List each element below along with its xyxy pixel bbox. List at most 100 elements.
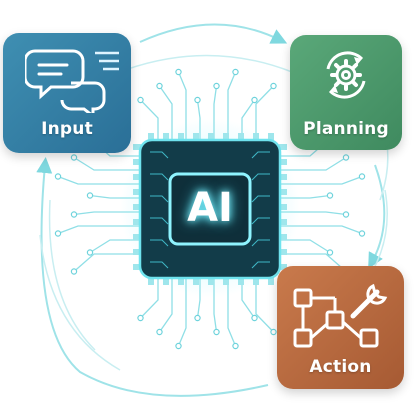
chip-pin [163, 133, 169, 141]
chip-inner-trace [150, 261, 169, 269]
chip-inner-circuits [150, 151, 270, 269]
chip-pin [133, 249, 141, 255]
planning-card[interactable]: Planning [290, 35, 402, 150]
chip-pin [133, 264, 141, 270]
input-card[interactable]: Input [3, 33, 131, 153]
circuit-node [342, 211, 350, 218]
chip-inner-trace [150, 195, 169, 203]
chip-inner-trace [251, 151, 270, 159]
chip-pin [178, 133, 184, 141]
chip-pin [208, 277, 214, 285]
chip-pin [238, 133, 244, 141]
chip-pin [268, 277, 274, 285]
chip-pin [279, 234, 287, 240]
action-card[interactable]: Action [277, 266, 404, 389]
circuit-node [358, 173, 366, 180]
chip-pin [133, 159, 141, 165]
circuit-node [194, 96, 201, 104]
chat-bubbles-icon [25, 49, 119, 113]
circuit-node [270, 82, 277, 90]
chip-pin [193, 277, 199, 285]
circuit-node [213, 328, 220, 336]
chip-inner-trace [251, 217, 270, 225]
chip-pin [133, 189, 141, 195]
chip-pin [133, 144, 141, 150]
circuit-node [137, 314, 144, 322]
planning-label: Planning [303, 119, 389, 139]
circuit-trace [280, 253, 347, 272]
circuit-node [232, 342, 239, 350]
chip-inner-trace [150, 151, 169, 159]
circuit-node [251, 314, 258, 322]
circuit-node [70, 154, 78, 161]
chip-inner-trace [251, 195, 270, 203]
circuit-node [86, 249, 94, 256]
circuit-node [213, 82, 220, 90]
circuit-node [156, 328, 163, 336]
circuit-traces [57, 71, 363, 347]
chip-pin [279, 144, 287, 150]
circuit-trace [255, 85, 274, 140]
chip-pin [133, 234, 141, 240]
chip-inner-trace [150, 239, 169, 247]
circuit-trace [73, 253, 140, 272]
flowchart-wrench-icon [293, 283, 388, 348]
circuit-trace [73, 156, 140, 171]
circuit-node [232, 68, 239, 76]
chip-pin [279, 219, 287, 225]
chip-pins [133, 133, 287, 285]
chip-pin [279, 249, 287, 255]
arrow-action-to-input [36, 157, 269, 397]
circuit-node [54, 230, 62, 237]
circuit-node [175, 68, 182, 76]
circuit-node [54, 173, 62, 180]
circuit-trace [57, 225, 140, 235]
cycle-arrows [36, 23, 386, 397]
chip-inner-trace [150, 217, 169, 225]
chip-pin [133, 219, 141, 225]
chip-pin [133, 204, 141, 210]
chip-pin [208, 133, 214, 141]
chip-pin [193, 133, 199, 141]
gear-cycle-icon [326, 51, 366, 99]
inner-rings [39, 54, 389, 371]
input-label: Input [41, 119, 93, 139]
chip-pin [253, 133, 259, 141]
circuit-trace [280, 225, 363, 235]
circuit-node [326, 249, 334, 256]
chip-pin [163, 277, 169, 285]
circuit-node [70, 268, 78, 275]
circuit-node [137, 96, 144, 104]
circuit-trace [158, 278, 173, 333]
circuit-trace [140, 278, 159, 319]
chip-pin [223, 277, 229, 285]
circuit-node [70, 211, 78, 218]
circuit-trace [280, 156, 347, 171]
circuit-nodes [54, 68, 366, 350]
circuit-trace [57, 175, 140, 185]
chip-pin [279, 189, 287, 195]
chip-pin [279, 174, 287, 180]
arrow-input-to-planning [139, 23, 288, 44]
circuit-node [86, 192, 94, 199]
action-label: Action [309, 357, 372, 377]
chip-pin [223, 133, 229, 141]
circuit-node [194, 314, 201, 322]
circuit-node [251, 96, 258, 104]
circuit-node [156, 82, 163, 90]
circuit-node [175, 342, 182, 350]
circuit-trace [255, 278, 274, 333]
chip-pin [253, 277, 259, 285]
chip-pin [268, 133, 274, 141]
circuit-node [358, 230, 366, 237]
arrow-planning-to-action [368, 164, 386, 270]
chip-inner-trace [251, 261, 270, 269]
chip-pin [178, 277, 184, 285]
chip-inner-trace [150, 173, 169, 181]
chip-pin [279, 204, 287, 210]
chip-pin [133, 174, 141, 180]
chip-pin [148, 133, 154, 141]
chip-label: AI [187, 185, 233, 231]
